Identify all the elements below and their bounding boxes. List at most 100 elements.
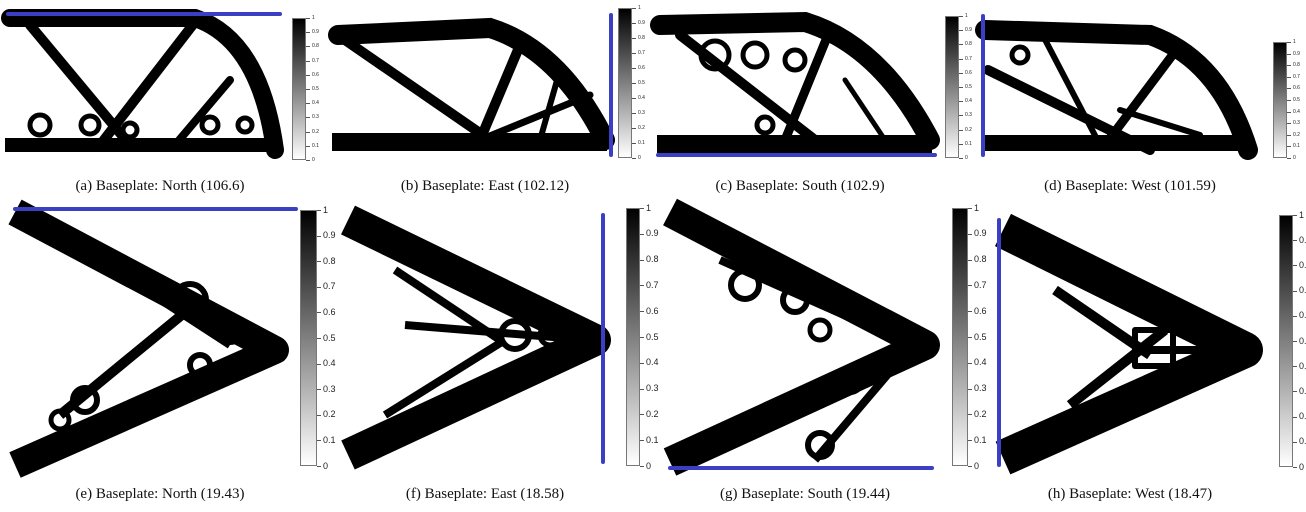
colorbar-tick-label: 0.3 [323,383,336,394]
colorbar-tick [968,388,972,390]
colorbar-tick-label: 1 [646,202,652,213]
colorbar-gradient [1273,42,1287,158]
colorbar-tick [640,440,644,442]
colorbar-tick [968,414,972,416]
colorbar-tick [306,160,310,161]
colorbar-tick-label: 0. [1299,234,1306,245]
colorbar-tick [632,98,636,99]
colorbar-tick-label: 0. [1299,360,1306,371]
colorbar-tick [632,23,636,24]
colorbar-tick-label: 0.9 [323,230,336,241]
colorbar-tick-label: 0.7 [323,281,336,292]
colorbar-tick-label: 0.9 [1293,50,1300,57]
caption-a: (a) Baseplate: North (106.6) [75,178,245,194]
colorbar-tick-label: 0.5 [1293,97,1300,103]
colorbar-tick-label: 0.8 [1293,62,1300,69]
topology-image-b [328,13,615,157]
colorbar-tick [640,362,644,364]
colorbar-tick [632,113,636,114]
colorbar-tick [959,44,963,46]
colorbar-tick-label: 0.4 [965,98,972,105]
colorbar-tick [1287,123,1291,125]
colorbar-tick [959,16,963,17]
colorbar-tick [959,30,963,32]
colorbar-tick [1293,416,1297,418]
colorbar-tick [317,261,321,263]
colorbar-tick-label: 0.4 [974,357,987,368]
colorbar-tick-label: 0.1 [638,140,645,146]
colorbar-tick-label: 0.8 [312,43,319,50]
colorbar-tick [306,117,310,119]
topology-image-d [975,14,1258,160]
colorbar-tick-label: 0. [1299,285,1306,296]
colorbar-tick-label: 0.7 [1293,73,1300,80]
colorbar-tick-label: 0.1 [312,142,319,149]
colorbar-gradient [626,208,640,466]
colorbar-tick [306,89,310,90]
colorbar-tick-label: 0 [323,460,329,471]
colorbar-tick-label: 0.7 [974,280,987,290]
colorbar-tick-label: 0.3 [638,110,645,116]
colorbar-tick-label: 0.8 [638,35,645,41]
colorbar-tick-label: 0.2 [312,128,319,135]
colorbar-tick [306,131,310,133]
colorbar-tick [1287,42,1291,43]
colorbar-tick-label: 0.2 [646,409,659,419]
colorbar-tick-label: 1 [965,13,968,19]
colorbar-gradient [618,8,632,158]
caption-f: (f) Baseplate: East (18.58) [405,486,565,502]
colorbar-tick [968,311,972,313]
colorbar-tick-label: 0.5 [638,80,645,86]
colorbar-tick-label: 0. [1299,310,1306,321]
colorbar-tick [640,285,644,287]
caption-c: (c) Baseplate: South (102.9) [715,178,885,194]
colorbar-tick [968,208,972,209]
colorbar-tick [632,38,636,39]
colorbar-tick-label: 0.3 [312,114,319,121]
colorbar-tick-label: 0.9 [638,20,645,26]
colorbar-tick [306,46,310,48]
colorbar-tick [968,259,972,261]
topology-image-c [650,11,940,157]
colorbar-tick [1293,366,1297,368]
colorbar-tick [968,440,972,442]
colorbar-tick [306,18,310,19]
colorbar-tick [1287,76,1291,78]
colorbar-tick [1287,88,1291,90]
colorbar-tick-label: 0.8 [323,255,336,266]
colorbar-tick [640,233,644,235]
colorbar-tick-label: 0.1 [965,140,972,147]
colorbar-tick-label: 1 [1299,209,1305,220]
colorbar-tick-label: 0.9 [312,29,319,36]
colorbar-tick-label: 0. [1299,411,1306,422]
colorbar-tick-label: 1 [1293,39,1296,45]
colorbar-tick-label: 0.5 [646,331,659,342]
colorbar-tick-label: 1 [974,202,980,213]
colorbar-tick [968,362,972,364]
colorbar-tick [1293,240,1297,242]
colorbar-tick [632,128,636,129]
colorbar-tick-label: 0.4 [638,95,645,101]
colorbar-tick [632,83,636,84]
caption-e: (e) Baseplate: North (19.43) [75,486,245,502]
colorbar-tick-label: 0.3 [965,112,972,119]
colorbar-tick-label: 0.9 [965,27,972,34]
colorbar-tick-label: 1 [323,204,329,215]
colorbar-tick [306,103,310,105]
colorbar-tick-label: 0.8 [646,254,659,265]
colorbar-tick [317,414,321,416]
colorbar-tick-label: 0 [638,155,641,161]
colorbar-gradient [300,210,317,466]
colorbar-tick-label: 0.2 [638,125,645,131]
topology-image-e [8,199,298,478]
